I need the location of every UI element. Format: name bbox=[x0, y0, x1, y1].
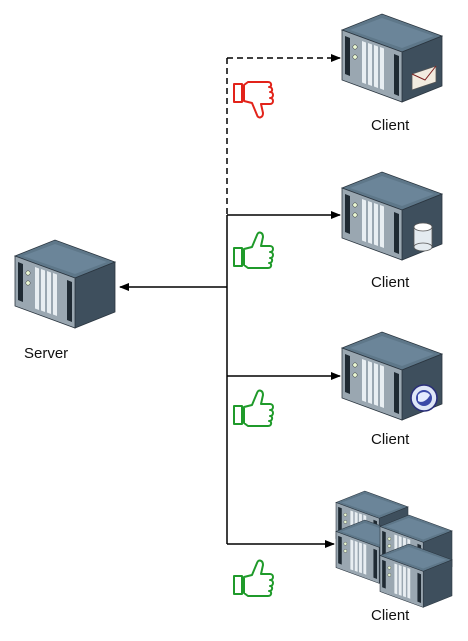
client-3-label: Client bbox=[371, 431, 410, 448]
globe-icon bbox=[410, 384, 438, 412]
client-4-label: Client bbox=[371, 607, 410, 624]
client-2-server-icon bbox=[341, 171, 443, 261]
client-3-server-icon bbox=[341, 331, 443, 421]
thumbs-up-icon bbox=[233, 559, 274, 597]
server-icon bbox=[14, 239, 116, 329]
client-1-server-icon bbox=[341, 13, 443, 103]
client-4-server-cluster-icon bbox=[335, 490, 453, 608]
thumbs-down-icon bbox=[233, 81, 274, 119]
thumbs-up-icon bbox=[233, 389, 274, 427]
envelope-icon bbox=[411, 65, 437, 91]
database-cylinder-icon bbox=[413, 222, 433, 252]
thumbs-up-icon bbox=[233, 231, 274, 269]
client-1-label: Client bbox=[371, 117, 410, 134]
server-label: Server bbox=[24, 345, 69, 362]
client-2-label: Client bbox=[371, 274, 410, 291]
